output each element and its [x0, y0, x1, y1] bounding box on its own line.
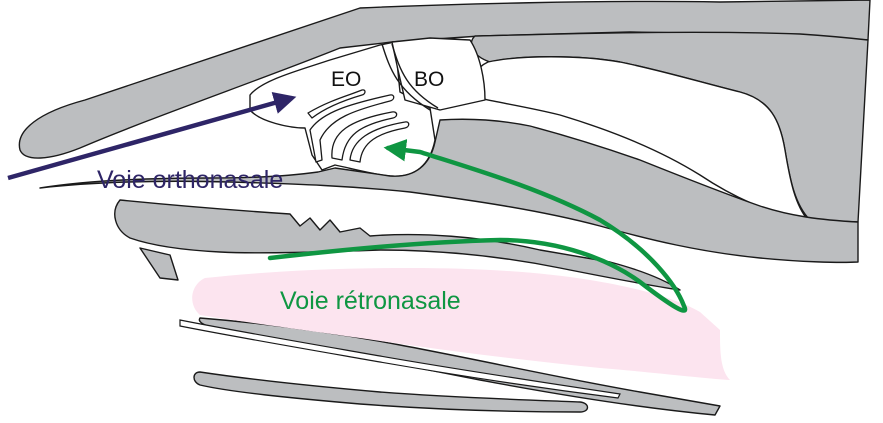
bo-label: BO — [414, 68, 444, 91]
orthonasal-label: Voie orthonasale — [97, 166, 283, 194]
eo-label: EO — [331, 68, 361, 91]
upper-incisor — [140, 248, 178, 280]
retronasal-label: Voie rétronasale — [280, 287, 461, 315]
